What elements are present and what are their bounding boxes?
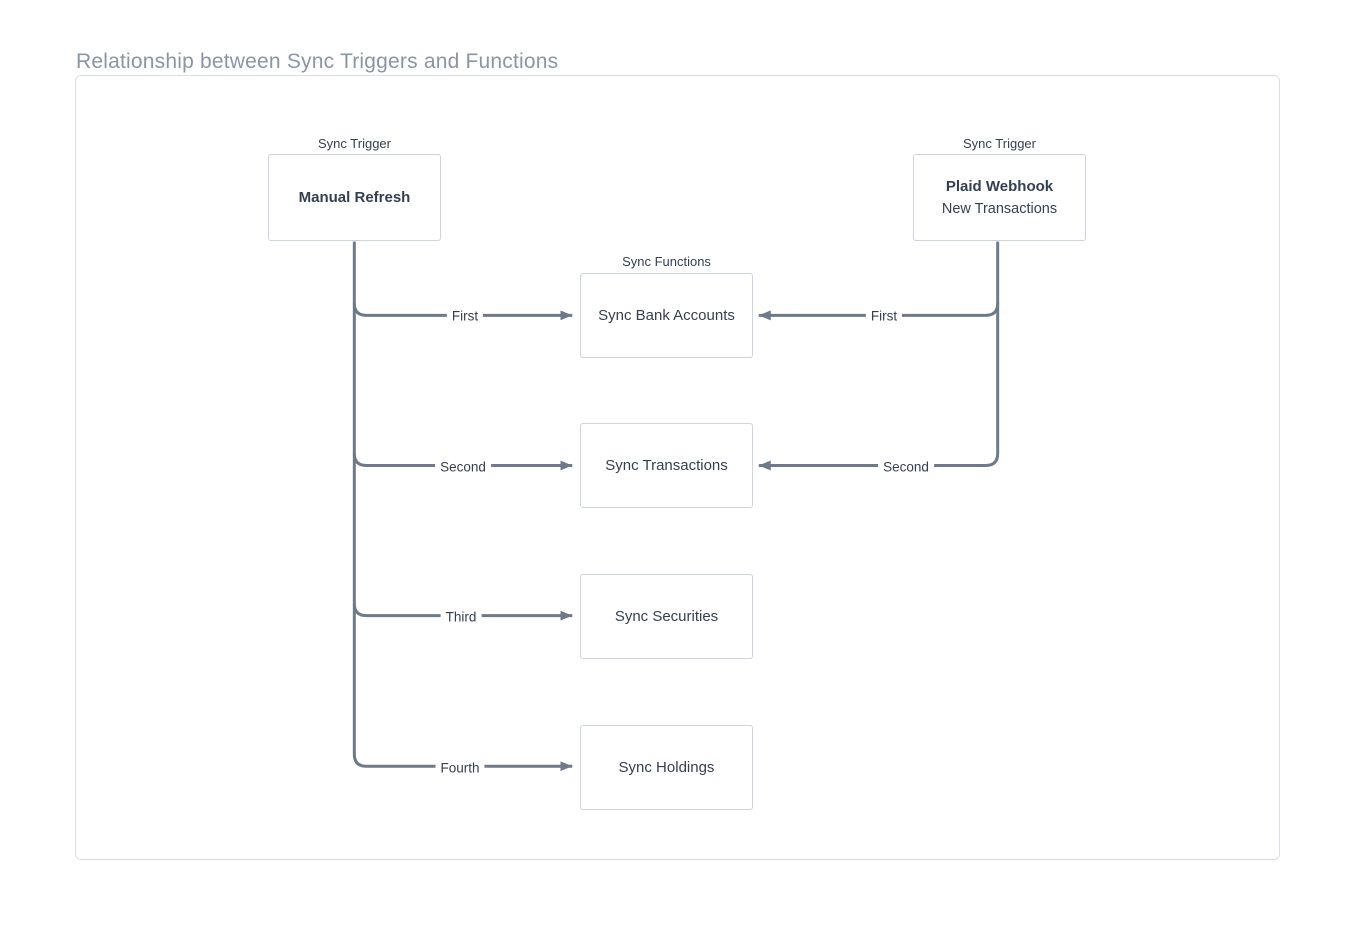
edge-manual-refresh-second [352, 453, 573, 471]
edge-order-manual-fourth: Fourth [435, 759, 485, 777]
node-plaid-webhook-title: Plaid Webhook [945, 177, 1054, 195]
edge-order-plaid-second: Second [878, 458, 934, 475]
edge-plaid-webhook-second [758, 241, 1000, 471]
diagram-canvas: Sync Trigger Sync Trigger Sync Functions… [75, 75, 1280, 860]
node-sync-bank-accounts-title: Sync Bank Accounts [598, 306, 735, 324]
edge-manual-refresh-first [352, 303, 573, 321]
node-manual-refresh: Manual Refresh [268, 154, 441, 241]
edge-manual-refresh-third [352, 603, 573, 621]
page-title: Relationship between Sync Triggers and F… [76, 50, 559, 73]
edge-plaid-webhook-first [758, 303, 1000, 321]
edge-order-manual-third: Third [440, 608, 482, 626]
node-sync-securities-title: Sync Securities [614, 607, 719, 625]
node-sync-securities: Sync Securities [580, 574, 753, 659]
node-sync-bank-accounts: Sync Bank Accounts [580, 273, 753, 358]
node-sync-holdings: Sync Holdings [580, 725, 753, 810]
node-sync-transactions: Sync Transactions [580, 423, 753, 508]
node-manual-refresh-title: Manual Refresh [298, 188, 411, 206]
sync-functions-label: Sync Functions [622, 254, 711, 269]
node-plaid-webhook: Plaid Webhook New Transactions [913, 154, 1086, 241]
node-plaid-webhook-subtitle: New Transactions [941, 200, 1058, 217]
node-sync-holdings-title: Sync Holdings [618, 758, 715, 776]
edge-order-manual-first: First [446, 307, 484, 325]
connector-lines [352, 241, 1000, 772]
edge-manual-refresh-fourth [352, 241, 573, 772]
sync-trigger-label-left: Sync Trigger [318, 136, 391, 151]
edge-order-plaid-first: First [865, 307, 903, 325]
node-sync-transactions-title: Sync Transactions [605, 456, 728, 474]
sync-trigger-label-right: Sync Trigger [963, 136, 1036, 151]
edge-order-manual-second: Second [435, 458, 491, 475]
